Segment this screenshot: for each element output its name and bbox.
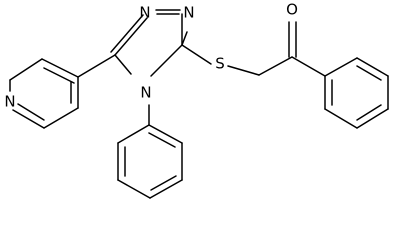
bond-c3-n4 [150,44,183,77]
atom-s-thioether: S [215,55,225,73]
bond-bz-5-inner [356,65,382,81]
bond-nphenyl-6 [148,124,183,144]
benzoyl-phenyl-ring [324,57,389,129]
bond-c3-n2 [181,31,188,46]
bond-pyr-1 [41,58,79,78]
atom-n-pyridine: N [4,93,15,111]
bond-ch2-co [258,56,293,76]
bond-bz-6 [324,57,358,77]
bond-n1-c5 [114,17,148,56]
bond-nphenyl-6-inner [148,132,176,148]
side-chain [181,21,326,77]
bond-c5-n4 [114,54,132,75]
bond-co-phenyl [291,56,326,77]
pyridine-ring [9,54,116,129]
bond-bz-5 [356,57,389,77]
bond-pyr-link [77,54,116,78]
n-phenyl-ring [117,104,183,199]
triazole-ring [110,9,188,77]
atom-n-triazole-1: N [139,4,150,22]
atom-o-carbonyl: O [286,1,298,19]
bond-pyr-4 [12,109,45,129]
bond-pyr-5 [43,107,79,129]
bond-n1-c5-double [110,14,144,53]
bond-pyr-1-inner [43,67,75,84]
bond-pyr-4-inner [17,103,45,121]
bond-nphenyl-4 [149,179,183,199]
bond-c3-s [181,44,212,65]
atom-n-triazole-4: N [140,84,151,102]
atom-n-triazole-2: N [183,4,194,22]
bond-bz-3-inner [356,104,382,121]
bond-nphenyl-3 [117,179,151,199]
bond-s-ch2 [227,65,260,76]
molecule-diagram: N N N S O N [4,0,389,199]
bond-bz-2 [324,108,358,129]
bond-nphenyl-1 [117,124,150,144]
bond-pyr-2 [9,58,43,81]
molecule-structure: N N N S O N [4,1,389,199]
bond-bz-3 [356,108,389,129]
bond-nphenyl-4-inner [150,175,177,191]
